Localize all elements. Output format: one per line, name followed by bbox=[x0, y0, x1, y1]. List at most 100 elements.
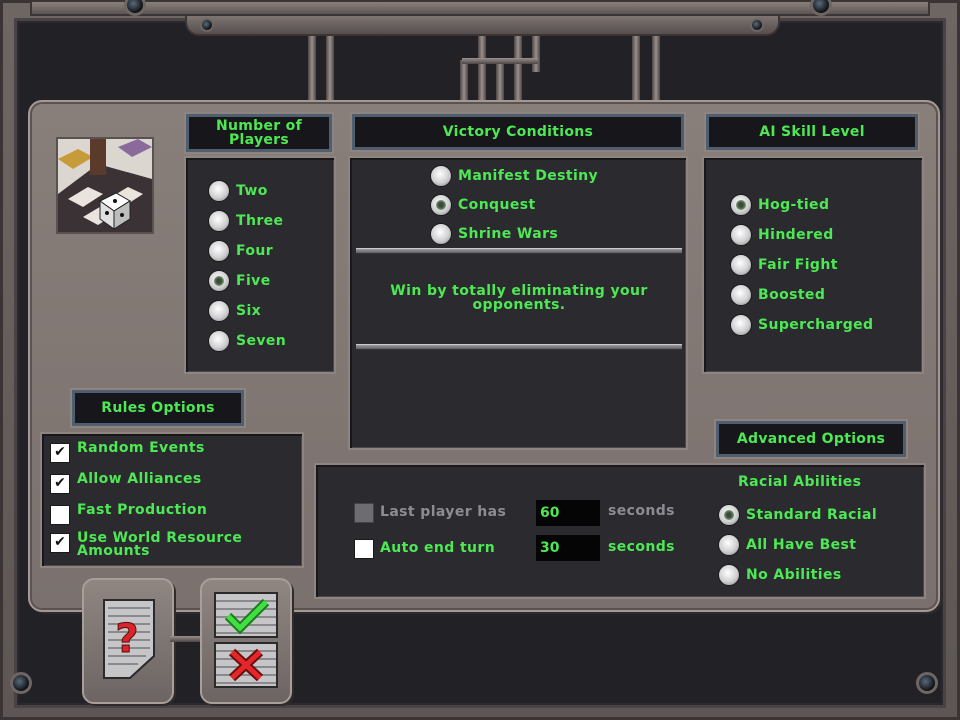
rules-option-fast-production[interactable]: Fast Production bbox=[50, 502, 257, 525]
ai-option-hindered[interactable]: Hindered bbox=[730, 224, 834, 246]
radio-button[interactable] bbox=[430, 165, 452, 187]
ai-option-fair-fight[interactable]: Fair Fight bbox=[730, 254, 838, 276]
radio-button[interactable] bbox=[430, 223, 452, 245]
rules-option-label[interactable]: Random Events bbox=[77, 440, 205, 456]
divider bbox=[356, 248, 682, 254]
checkmark-icon: ✔ bbox=[54, 475, 66, 491]
checkmark-icon: ✔ bbox=[54, 444, 66, 460]
victory-option-label[interactable]: Manifest Destiny bbox=[458, 168, 599, 184]
radio-button[interactable] bbox=[718, 504, 740, 526]
players-option-four[interactable]: Four bbox=[208, 240, 273, 262]
racial-option-no-abilities[interactable]: No Abilities bbox=[718, 564, 842, 586]
radio-button[interactable] bbox=[730, 224, 752, 246]
players-option-six[interactable]: Six bbox=[208, 300, 261, 322]
ai-option-supercharged[interactable]: Supercharged bbox=[730, 314, 873, 336]
rules-option-label[interactable]: Allow Alliances bbox=[77, 471, 202, 487]
radio-button[interactable] bbox=[208, 210, 230, 232]
pipe bbox=[308, 36, 316, 102]
rules-checkbox[interactable]: ✔ bbox=[50, 533, 70, 553]
pipe bbox=[460, 60, 468, 102]
ai-option-label[interactable]: Hog-tied bbox=[758, 197, 830, 213]
radio-button[interactable] bbox=[208, 270, 230, 292]
svg-text:?: ? bbox=[115, 616, 138, 662]
racial-option-label[interactable]: Standard Racial bbox=[746, 507, 878, 523]
players-option-label[interactable]: Four bbox=[236, 243, 274, 259]
advanced-panel bbox=[314, 463, 926, 599]
ai-header: AI Skill Level bbox=[706, 114, 918, 150]
ai-option-hog-tied[interactable]: Hog-tied bbox=[730, 194, 829, 216]
players-option-label[interactable]: Three bbox=[236, 213, 284, 229]
radio-button[interactable] bbox=[208, 330, 230, 352]
rules-checkbox[interactable]: ✔ bbox=[50, 474, 70, 494]
racial-option-label[interactable]: No Abilities bbox=[746, 567, 842, 583]
players-option-five[interactable]: Five bbox=[208, 270, 271, 292]
auto-end-turn-checkbox[interactable] bbox=[354, 539, 374, 559]
radio-button[interactable] bbox=[730, 254, 752, 276]
divider bbox=[356, 344, 682, 350]
auto-end-seconds-field[interactable]: 30 bbox=[536, 535, 600, 561]
ai-title: AI Skill Level bbox=[759, 124, 865, 140]
bolt-icon bbox=[750, 18, 764, 32]
racial-option-all-have-best[interactable]: All Have Best bbox=[718, 534, 856, 556]
radio-button[interactable] bbox=[208, 180, 230, 202]
players-option-label[interactable]: Five bbox=[236, 273, 271, 289]
ai-option-label[interactable]: Boosted bbox=[758, 287, 826, 303]
preview-image bbox=[56, 137, 154, 234]
victory-option-shrine-wars[interactable]: Shrine Wars bbox=[430, 223, 558, 245]
players-option-three[interactable]: Three bbox=[208, 210, 283, 232]
players-option-label[interactable]: Six bbox=[236, 303, 262, 319]
bolt-icon bbox=[124, 0, 146, 16]
racial-option-label[interactable]: All Have Best bbox=[746, 537, 857, 553]
players-option-seven[interactable]: Seven bbox=[208, 330, 286, 352]
radio-button[interactable] bbox=[730, 314, 752, 336]
players-header: Number of Players bbox=[186, 114, 332, 152]
rules-option-label[interactable]: Use World Resource Amounts bbox=[77, 530, 243, 559]
radio-button[interactable] bbox=[730, 284, 752, 306]
radio-button[interactable] bbox=[730, 194, 752, 216]
radio-button[interactable] bbox=[208, 300, 230, 322]
victory-header: Victory Conditions bbox=[352, 114, 684, 150]
rules-option-allow-alliances[interactable]: ✔ Allow Alliances bbox=[50, 471, 257, 494]
auto-end-turn-label[interactable]: Auto end turn bbox=[380, 540, 496, 556]
racial-option-standard-racial[interactable]: Standard Racial bbox=[718, 504, 877, 526]
players-option-label[interactable]: Seven bbox=[236, 333, 287, 349]
ai-option-label[interactable]: Supercharged bbox=[758, 317, 874, 333]
radio-button[interactable] bbox=[208, 240, 230, 262]
rules-header: Rules Options bbox=[72, 390, 244, 426]
players-option-two[interactable]: Two bbox=[208, 180, 268, 202]
players-title: Number of Players bbox=[216, 118, 302, 148]
radio-selected-dot bbox=[214, 276, 224, 286]
rules-option-random-events[interactable]: ✔ Random Events bbox=[50, 440, 257, 463]
advanced-header: Advanced Options bbox=[716, 421, 906, 457]
radio-button[interactable] bbox=[430, 194, 452, 216]
last-player-unit: seconds bbox=[608, 503, 675, 519]
ai-option-label[interactable]: Fair Fight bbox=[758, 257, 838, 273]
pipe bbox=[652, 36, 660, 102]
victory-option-label[interactable]: Shrine Wars bbox=[458, 226, 559, 242]
rules-option-label[interactable]: Fast Production bbox=[77, 502, 208, 518]
cancel-button[interactable] bbox=[214, 642, 278, 688]
players-option-label[interactable]: Two bbox=[236, 183, 268, 199]
victory-option-manifest-destiny[interactable]: Manifest Destiny bbox=[430, 165, 598, 187]
radio-button[interactable] bbox=[718, 564, 740, 586]
radio-selected-dot bbox=[436, 200, 446, 210]
bolt-icon bbox=[916, 672, 938, 694]
radio-selected-dot bbox=[736, 200, 746, 210]
checkmark-icon: ✔ bbox=[54, 534, 66, 550]
accept-button[interactable] bbox=[214, 592, 278, 638]
last-player-seconds-field: 60 bbox=[536, 500, 600, 526]
ai-option-boosted[interactable]: Boosted bbox=[730, 284, 825, 306]
pipe bbox=[462, 58, 538, 64]
bolt-icon bbox=[810, 0, 832, 16]
top-bar bbox=[30, 0, 930, 16]
rules-option-use-world-resource-amounts[interactable]: ✔ Use World Resource Amounts bbox=[50, 530, 257, 559]
victory-option-conquest[interactable]: Conquest bbox=[430, 194, 536, 216]
rules-checkbox[interactable]: ✔ bbox=[50, 443, 70, 463]
victory-option-label[interactable]: Conquest bbox=[458, 197, 536, 213]
ai-option-label[interactable]: Hindered bbox=[758, 227, 834, 243]
radio-button[interactable] bbox=[718, 534, 740, 556]
last-player-checkbox bbox=[354, 503, 374, 523]
rules-checkbox[interactable] bbox=[50, 505, 70, 525]
help-button[interactable]: ? bbox=[100, 596, 158, 682]
pipe bbox=[514, 36, 522, 102]
